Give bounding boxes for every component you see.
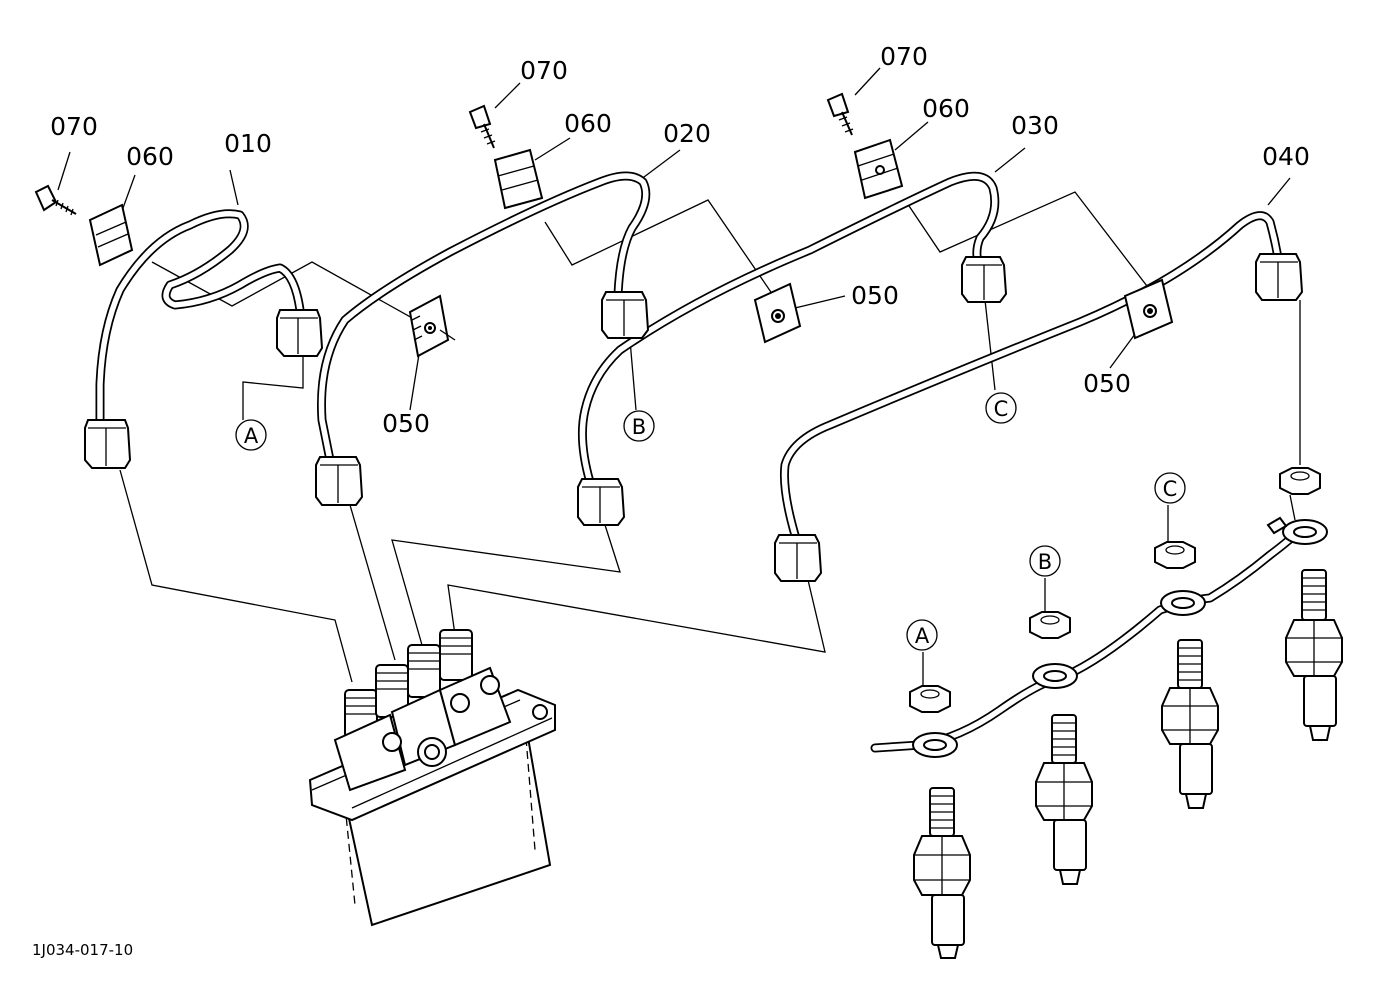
marker-pipe-c: C <box>994 397 1009 421</box>
nut-030-pump <box>577 478 626 526</box>
nut-020-nozzle <box>601 291 650 339</box>
label-060-left: 060 <box>126 142 174 171</box>
marker-circle-nozzle-a <box>906 619 938 651</box>
leader-lines <box>57 67 1301 685</box>
clamp-050-right <box>1123 278 1174 340</box>
injection-pipe-030 <box>577 171 1000 487</box>
part-labels: 010 020 030 040 050 050 050 060 060 060 … <box>32 42 1310 959</box>
nozzle-nut-b <box>1029 611 1071 639</box>
leak-off-pipe <box>870 516 1328 758</box>
clamp-060-right <box>853 138 904 200</box>
nozzle-nuts <box>909 467 1321 713</box>
label-060-middle: 060 <box>564 109 612 138</box>
marker-circle-nozzle-b <box>1029 545 1061 577</box>
nozzle-nut-c <box>1154 541 1196 569</box>
nut-010-pump <box>84 419 132 469</box>
injection-pump <box>308 629 556 927</box>
bolt-070-right <box>826 92 854 136</box>
label-050-middle: 050 <box>851 281 899 310</box>
marker-nozzle-a: A <box>915 624 930 648</box>
nut-030-nozzle <box>961 256 1008 303</box>
injection-nozzle-4 <box>1285 569 1343 741</box>
marker-circle-pipe-a <box>235 419 267 451</box>
clamp-060-left <box>88 203 134 267</box>
drawing-code: 1J034-017-10 <box>32 941 133 959</box>
label-060-right: 060 <box>922 94 970 123</box>
clamp-050-left <box>408 294 456 358</box>
label-070-left: 070 <box>50 112 98 141</box>
clamp-050-middle <box>753 282 802 344</box>
marker-pipe-b: B <box>632 415 646 439</box>
nozzle-nut-a <box>909 685 951 713</box>
nut-010-nozzle <box>276 309 324 357</box>
label-010: 010 <box>224 129 272 158</box>
nut-040-nozzle <box>1255 253 1304 301</box>
clamp-060-middle <box>493 148 544 210</box>
marker-circle-pipe-b <box>623 410 655 442</box>
marker-circle-nozzle-c <box>1154 472 1186 504</box>
label-070-middle: 070 <box>520 56 568 85</box>
injection-nozzle-3 <box>1161 639 1219 809</box>
label-030: 030 <box>1011 111 1059 140</box>
bolt-070-left <box>34 184 77 216</box>
nut-020-pump <box>315 456 364 506</box>
marker-pipe-a: A <box>244 424 259 448</box>
label-020: 020 <box>663 119 711 148</box>
label-040: 040 <box>1262 142 1310 171</box>
marker-circle-pipe-c <box>985 392 1017 424</box>
injection-pipe-040 <box>779 211 1283 540</box>
pipe-nuts <box>84 253 1304 582</box>
injection-nozzle-1 <box>913 787 971 959</box>
label-050-left: 050 <box>382 409 430 438</box>
injection-nozzle-2 <box>1035 714 1093 885</box>
label-050-right: 050 <box>1083 369 1131 398</box>
injection-pipe-010 <box>95 209 305 425</box>
connection-markers: A B C A B C <box>235 392 1186 651</box>
bolt-070-middle <box>468 104 496 149</box>
nut-040-pump <box>774 534 823 582</box>
injection-pipe-020 <box>317 171 651 465</box>
nozzle-nut-d <box>1279 467 1321 495</box>
label-070-right: 070 <box>880 42 928 71</box>
marker-nozzle-b: B <box>1038 550 1052 574</box>
marker-nozzle-c: C <box>1163 477 1178 501</box>
